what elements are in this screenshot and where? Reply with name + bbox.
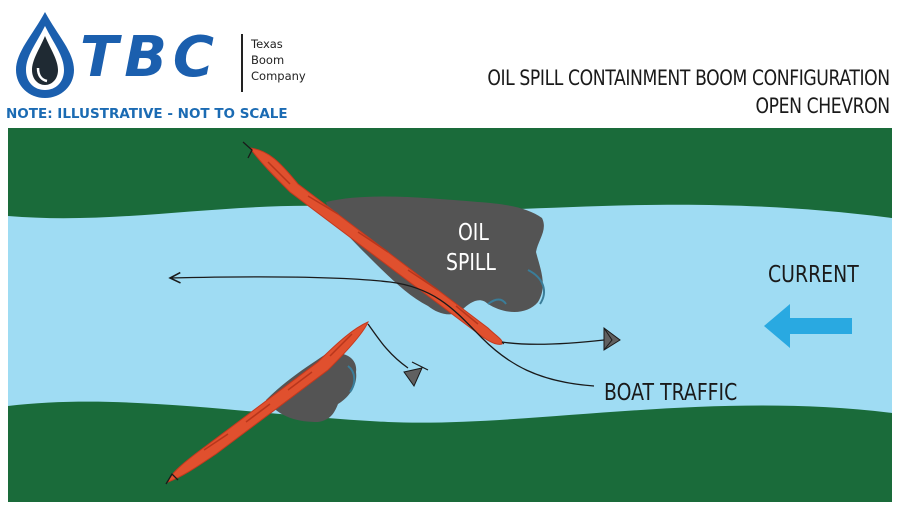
anchor-line-upper [501,339,605,345]
anchor-icon [603,327,621,351]
oil-spill-label-line: SPILL [446,250,496,276]
logo-sub-line: Company [251,69,306,83]
company-logo: TBC Texas Boom Company [10,10,340,100]
boom-diagram: OIL SPILL CURRENT BOAT TRAFFIC [8,128,892,502]
boat-traffic-path [170,277,595,387]
current-label: CURRENT [768,262,859,288]
anchor-icon [403,361,429,388]
oil-spill-label-line: OIL [457,220,489,246]
page-title: OIL SPILL CONTAINMENT BOOM CONFIGURATION… [487,64,891,120]
logo-divider [241,34,243,92]
logo-sub-line: Texas [251,37,283,51]
containment-boom-lower [165,321,369,485]
boat-traffic-label: BOAT TRAFFIC [604,380,738,406]
logo-brand: TBC [80,25,220,90]
containment-boom-upper [242,141,505,345]
oil-spill-main [326,196,544,315]
diagram-canvas [8,128,892,502]
logo-subtitle: Texas Boom Company [251,36,306,84]
title-line-1: OIL SPILL CONTAINMENT BOOM CONFIGURATION [487,66,891,90]
scale-note: NOTE: ILLUSTRATIVE - NOT TO SCALE [6,106,288,122]
water-drop-icon [16,12,74,98]
current-arrow-icon [764,304,852,348]
anchor-line-lower [367,323,409,369]
oil-spill-small [266,352,357,422]
logo-sub-line: Boom [251,53,285,67]
title-line-2: OPEN CHEVRON [755,94,891,118]
oil-spill-label: OIL SPILL [446,218,496,278]
